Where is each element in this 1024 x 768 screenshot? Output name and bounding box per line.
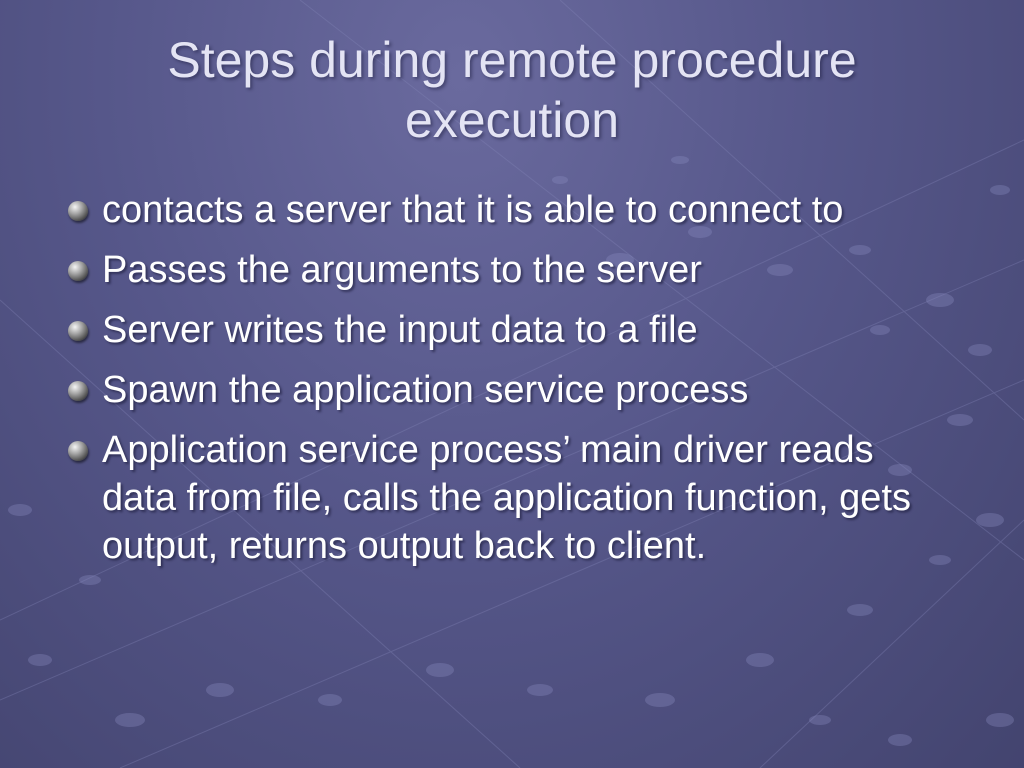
bullet-item: Server writes the input data to a file [66, 306, 956, 354]
bullet-item: Passes the arguments to the server [66, 246, 956, 294]
bullet-text: contacts a server that it is able to con… [102, 189, 844, 231]
bullet-item: Application service process’ main driver… [66, 426, 956, 570]
bullet-text: Server writes the input data to a file [102, 309, 698, 351]
bullet-list: contacts a server that it is able to con… [66, 186, 956, 582]
bullet-item: contacts a server that it is able to con… [66, 186, 956, 234]
sphere-bullet-icon [68, 321, 88, 341]
bullet-text: Spawn the application service process [102, 369, 749, 411]
slide-title: Steps during remote procedure execution [167, 32, 857, 148]
sphere-bullet-icon [68, 441, 88, 461]
sphere-bullet-icon [68, 201, 88, 221]
sphere-bullet-icon [68, 261, 88, 281]
bullet-text: Application service process’ main driver… [102, 429, 912, 567]
bullet-item: Spawn the application service process [66, 366, 956, 414]
bullet-text: Passes the arguments to the server [102, 249, 702, 291]
sphere-bullet-icon [68, 381, 88, 401]
